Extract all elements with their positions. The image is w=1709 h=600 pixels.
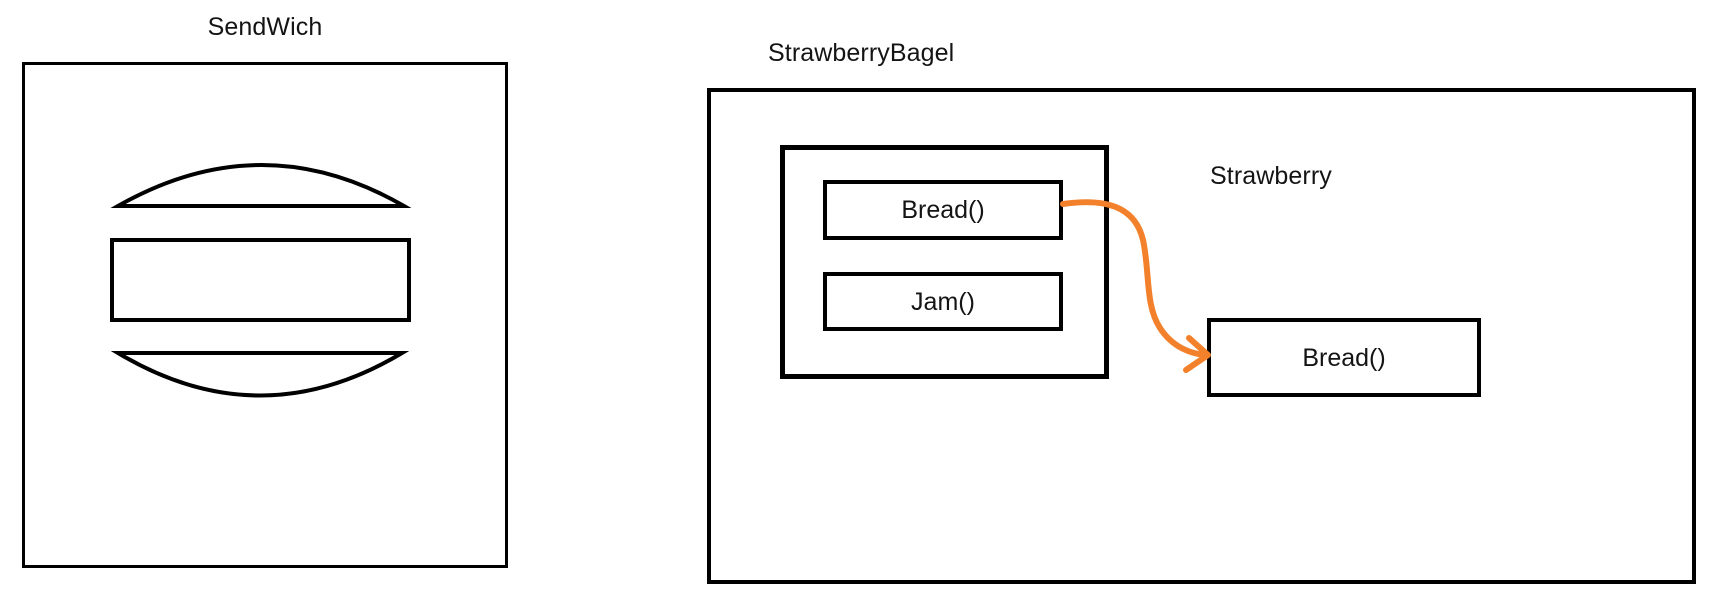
jam-method-label: Jam() (911, 287, 975, 316)
bread-method-label-outer: Bread() (1302, 343, 1386, 372)
strawberry-label: Strawberry (1210, 162, 1332, 190)
sendwich-container-box (22, 62, 508, 568)
strawberrybagel-title: StrawberryBagel (768, 39, 955, 67)
bread-method-label-inner: Bread() (901, 196, 985, 224)
bread-method-box-outer[interactable]: Bread() (1207, 318, 1481, 397)
sendwich-title: SendWich (207, 13, 323, 41)
strawberrybagel-container-box (707, 88, 1696, 584)
jam-method-box[interactable]: Jam() (823, 272, 1063, 331)
bread-method-box-inner[interactable]: Bread() (823, 180, 1063, 240)
